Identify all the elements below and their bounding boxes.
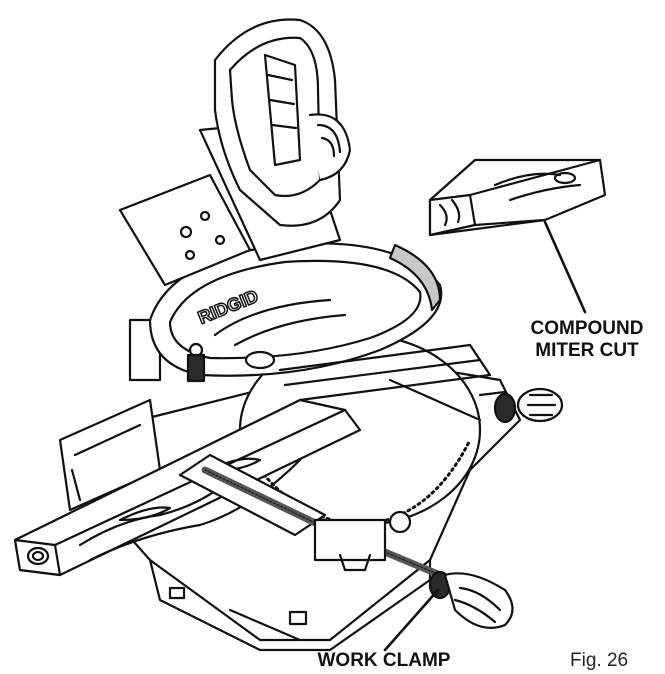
upper-guard: RIDGID [148,242,443,383]
bevel-lock-knob [478,387,564,424]
fence [58,318,162,512]
compound-label-line1: COMPOUND [530,318,644,339]
leader-line-clamp [383,588,440,652]
compound-label-line2: MITER CUT [535,340,639,361]
compound-cut-piece [428,158,607,237]
leader-line-compound [543,220,587,314]
work-clamp [178,453,514,629]
figure-number: Fig. 26 [570,650,629,671]
motor-handle [213,18,352,227]
work-clamp-label: WORK CLAMP [317,650,451,671]
slide-rails [278,343,492,402]
compound-miter-cut-label: COMPOUND MITER CUT [512,318,662,362]
